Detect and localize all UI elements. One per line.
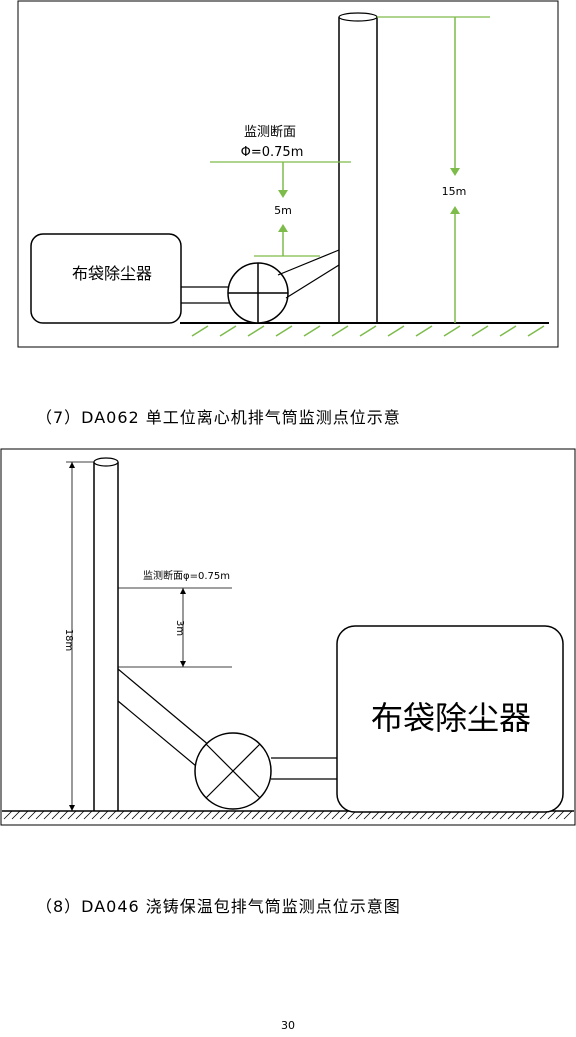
ground-hatch-2 <box>3 810 573 820</box>
height2-arrow-bottom <box>69 805 75 811</box>
inclined2-duct-upper <box>117 668 211 747</box>
inclined2-duct-lower <box>117 700 197 767</box>
diameter-label: Φ=0.75m <box>241 145 304 160</box>
dust-collector-label: 布袋除尘器 <box>72 264 152 283</box>
distance2-arrow-top <box>180 588 186 594</box>
height2-arrow-top <box>69 462 75 468</box>
section2-label: 监测断面φ=0.75m <box>143 569 230 582</box>
height-label: 15m <box>442 185 467 198</box>
figure-1-caption: （7）DA062 单工位离心机排气筒监测点位示意 <box>36 408 401 427</box>
height-arrow-up-head <box>450 206 460 214</box>
figure-2-caption: （8）DA046 浇铸保温包排气筒监测点位示意图 <box>36 897 401 916</box>
section-label: 监测断面 <box>244 125 296 140</box>
height2-label: 18m <box>63 629 74 651</box>
page-number: 30 <box>281 1019 295 1032</box>
distance-arrow-up-head <box>278 224 288 232</box>
figure-2-diagram: 18m 监测断面φ=0.75m 3m 布袋除尘器 <box>0 448 576 826</box>
distance-label: 5m <box>274 204 292 217</box>
dust-collector2-label: 布袋除尘器 <box>371 699 531 737</box>
fan2-cross-b <box>205 743 261 799</box>
distance2-arrow-bottom <box>180 661 186 667</box>
stack-top <box>338 12 378 22</box>
height-arrow-down-head <box>450 168 460 176</box>
distance2-label: 3m <box>174 620 185 636</box>
stack2-top <box>93 457 119 467</box>
figure-1-diagram: 布袋除尘器 15m 监测断面 Φ=0.75m 5m <box>17 0 559 348</box>
dust-collector-box <box>30 233 182 324</box>
dust-collector2-box <box>336 625 564 813</box>
distance-arrow-down-head <box>278 190 288 198</box>
inclined-duct-upper <box>277 249 340 276</box>
inclined-duct-lower <box>285 264 340 299</box>
ground-hatch <box>191 325 545 337</box>
